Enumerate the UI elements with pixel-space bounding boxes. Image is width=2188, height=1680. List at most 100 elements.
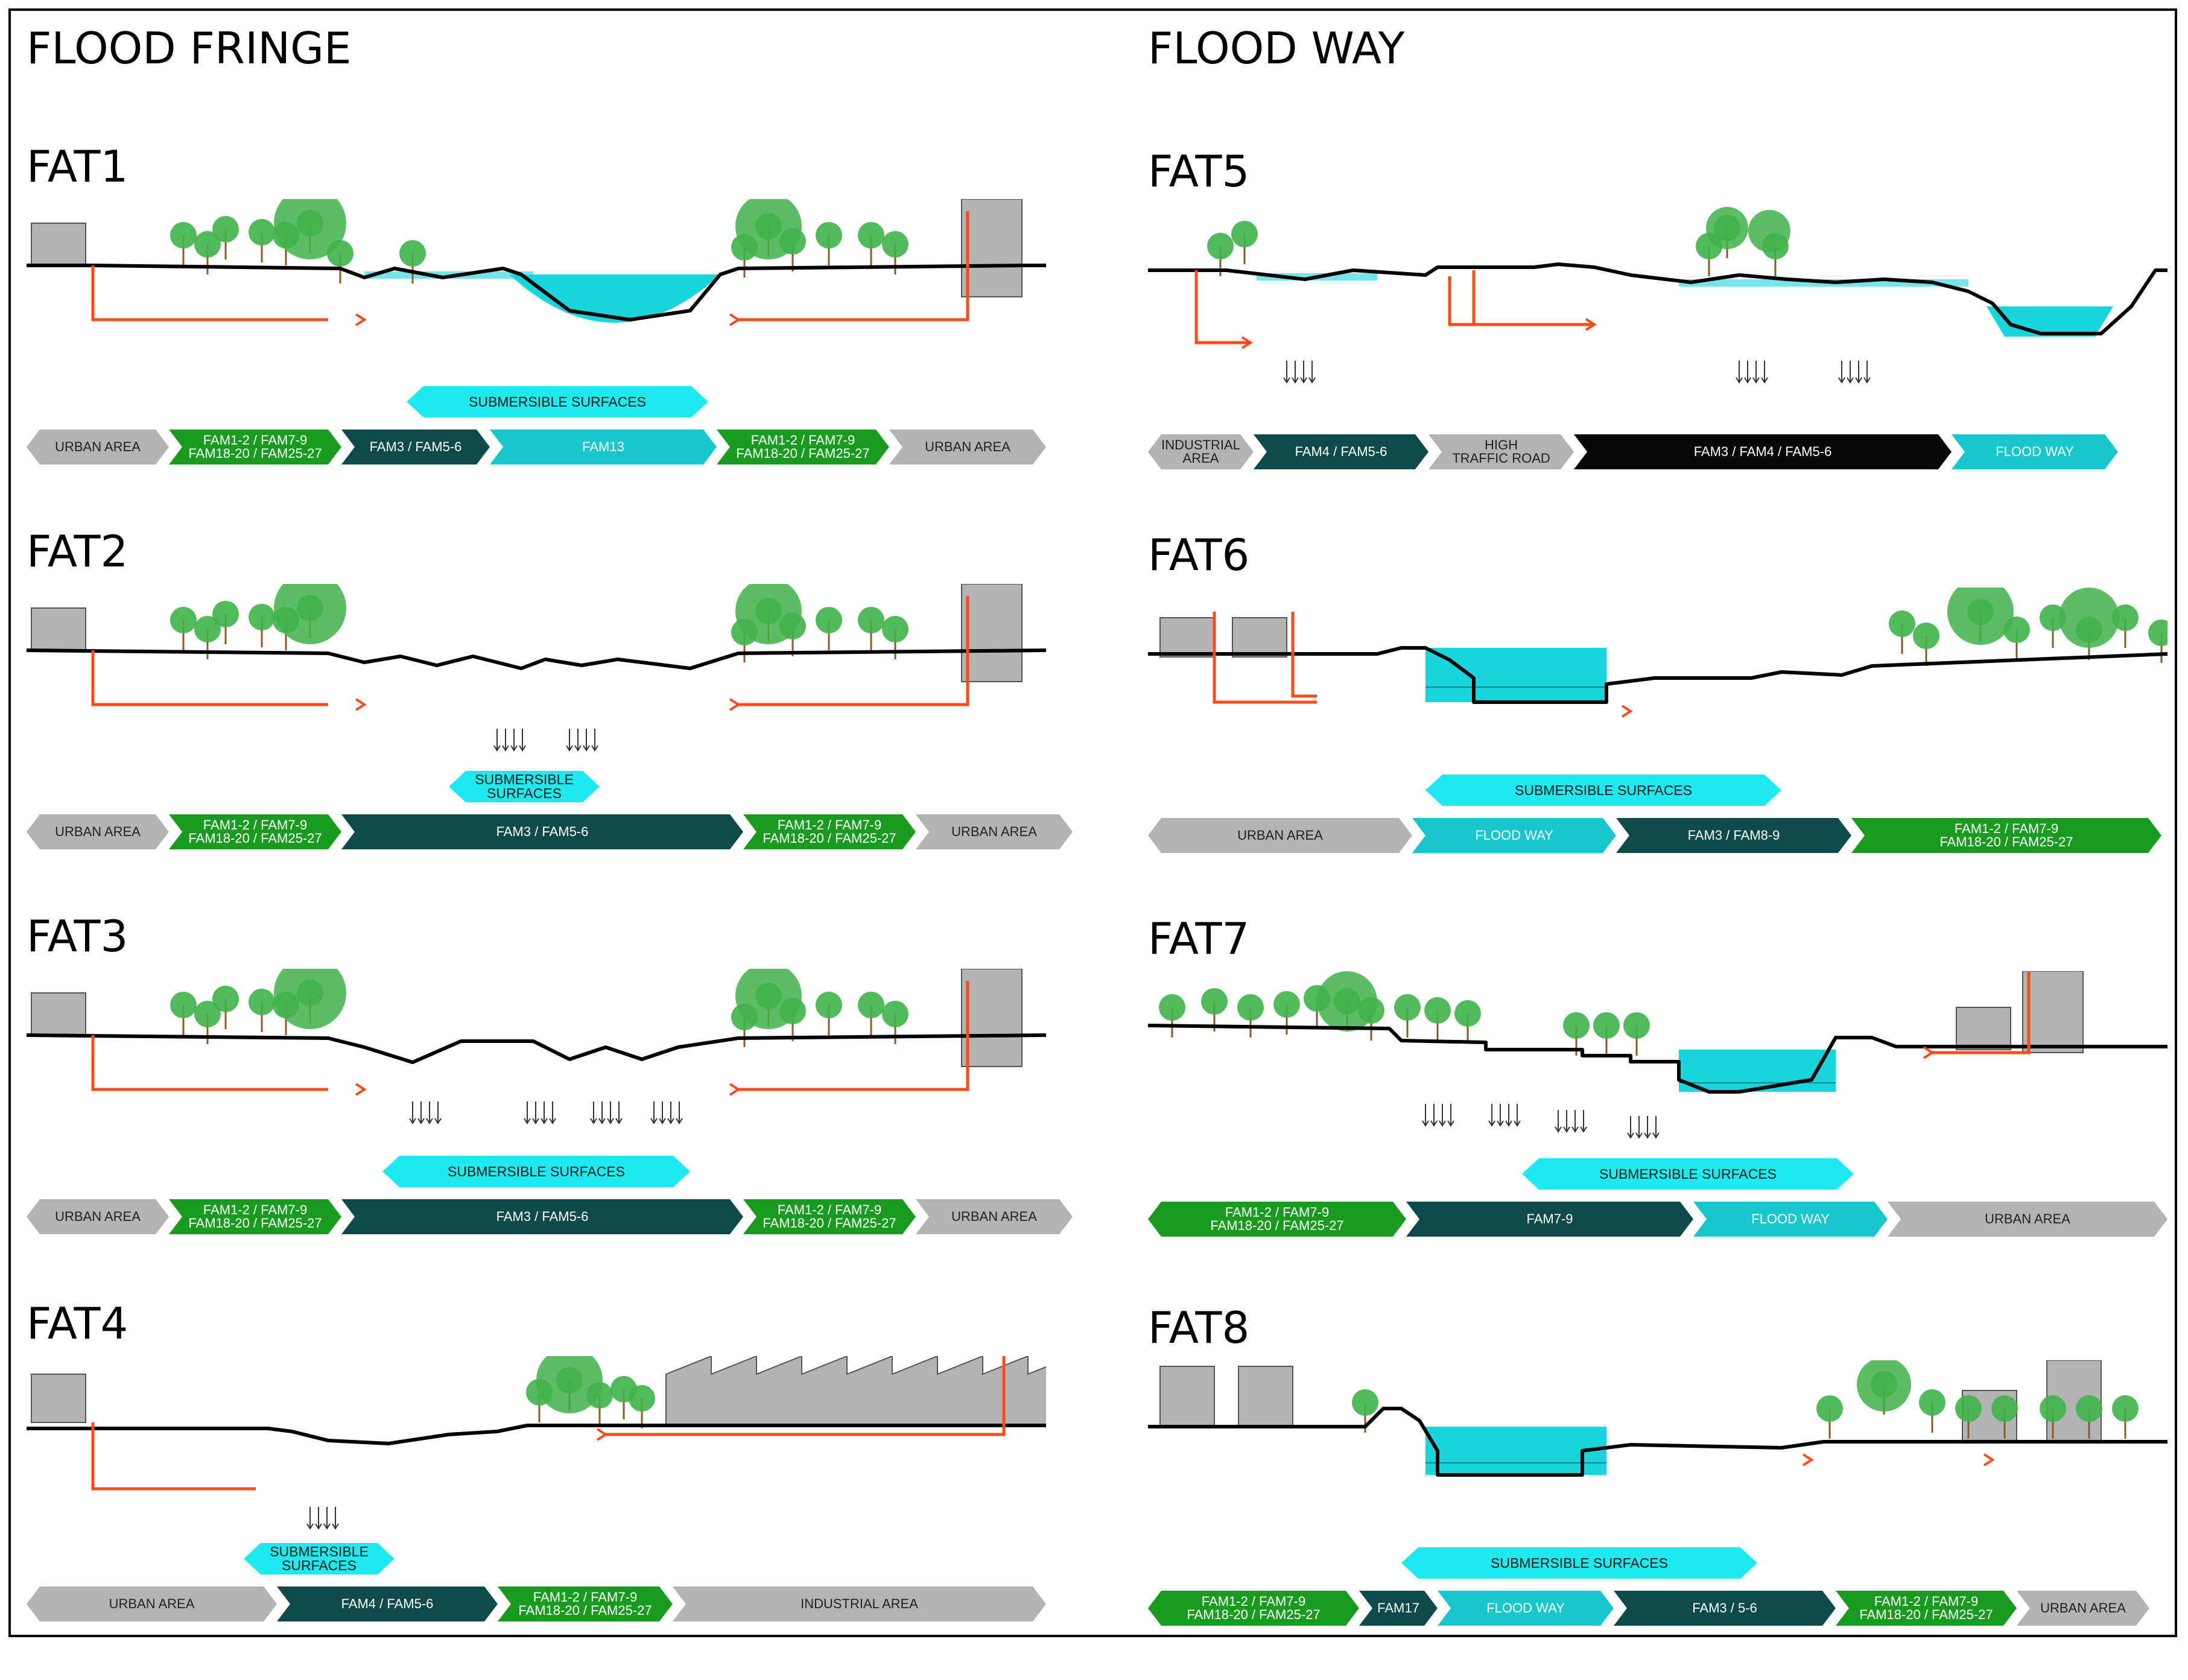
ground-profile bbox=[27, 648, 1046, 670]
drainage-pipe bbox=[1472, 270, 1594, 326]
segment-dark: FAM3 / FAM5-6 bbox=[341, 1199, 743, 1234]
panel-title: FAT5 bbox=[1148, 146, 1250, 197]
tree-icon bbox=[212, 986, 239, 1012]
segment-green: FAM1-2 / FAM7-9 FAM18-20 / FAM25-27 bbox=[743, 1199, 916, 1234]
segment-industrial: INDUSTRIAL AREA bbox=[673, 1586, 1046, 1621]
cross-section-scene bbox=[1148, 971, 2167, 1139]
segment-urban: URBAN AREA bbox=[27, 814, 169, 849]
ground-profile bbox=[1148, 1407, 2167, 1477]
segment-green: FAM1-2 / FAM7-9 FAM18-20 / FAM25-27 bbox=[1148, 1591, 1359, 1626]
tree-icon bbox=[399, 240, 426, 267]
ground-profile bbox=[1148, 646, 2167, 704]
tree-icon bbox=[194, 616, 221, 642]
infiltration-arrow-icon bbox=[659, 1102, 666, 1124]
infiltration-arrow-icon bbox=[583, 729, 590, 752]
drainage-pipe bbox=[91, 1035, 328, 1091]
building-block bbox=[1232, 617, 1287, 658]
tree-icon bbox=[2148, 620, 2167, 646]
infiltration-arrow-icon bbox=[1430, 1104, 1438, 1127]
infiltration-arrow-icon bbox=[502, 729, 509, 752]
building-block bbox=[1238, 1366, 1293, 1427]
flow-arrow-icon bbox=[1923, 1046, 1935, 1059]
building-block bbox=[2022, 971, 2084, 1053]
large-tree-icon bbox=[735, 584, 802, 644]
ground-profile bbox=[27, 1424, 1046, 1445]
segment-green: FAM1-2 / FAM7-9 FAM18-20 / FAM25-27 bbox=[1851, 818, 2161, 853]
infiltration-arrow-icon bbox=[1300, 361, 1307, 384]
large-tree-icon bbox=[274, 969, 346, 1029]
flow-arrow-icon bbox=[729, 698, 741, 711]
infiltration-arrow-icon bbox=[510, 729, 518, 752]
infiltration-arrow-icon bbox=[1422, 1104, 1429, 1127]
submersible-surfaces-label: SUBMERSIBLE SURFACES bbox=[244, 1543, 395, 1574]
tree-icon bbox=[1955, 1395, 1982, 1422]
infiltration-arrow-icon bbox=[1736, 361, 1743, 384]
tree-icon bbox=[1201, 988, 1228, 1015]
tree-icon bbox=[2112, 1395, 2139, 1422]
water-basin bbox=[1425, 1427, 1606, 1475]
drainage-pipe bbox=[606, 1356, 1006, 1436]
tree-icon bbox=[1913, 623, 1939, 649]
infiltration-arrow-icon bbox=[1488, 1104, 1495, 1127]
infiltration-arrow-icon bbox=[1855, 361, 1862, 384]
segment-black: FAM3 / FAM4 / FAM5-6 bbox=[1574, 434, 1952, 469]
infiltration-arrow-icon bbox=[409, 1102, 416, 1124]
tree-icon bbox=[2112, 604, 2139, 631]
infiltration-arrow-icon bbox=[1627, 1116, 1634, 1139]
flow-arrow-icon bbox=[1585, 318, 1597, 331]
segment-teal: FLOOD WAY bbox=[1438, 1591, 1614, 1626]
panel-title: FAT2 bbox=[27, 526, 128, 577]
infiltration-arrow-icon bbox=[1571, 1110, 1579, 1133]
infiltration-arrow-icon bbox=[306, 1507, 314, 1530]
segment-green: FAM1-2 / FAM7-9 FAM18-20 / FAM25-27 bbox=[169, 1199, 341, 1234]
segment-green: FAM1-2 / FAM7-9 FAM18-20 / FAM25-27 bbox=[498, 1586, 673, 1621]
cross-section-scene bbox=[1148, 588, 2167, 718]
tree-icon bbox=[858, 607, 884, 633]
tree-icon bbox=[1623, 1012, 1650, 1039]
infiltration-arrow-icon bbox=[519, 729, 526, 752]
flow-arrow-icon bbox=[729, 1083, 741, 1096]
segment-teal: FLOOD WAY bbox=[1693, 1202, 1888, 1237]
infiltration-arrow-icon bbox=[315, 1507, 322, 1530]
building-block bbox=[1159, 1366, 1215, 1427]
tree-icon bbox=[1237, 994, 1264, 1021]
flow-arrow-icon bbox=[355, 313, 367, 326]
infiltration-arrow-icon bbox=[1644, 1116, 1651, 1139]
segment-green: FAM1-2 / FAM7-9 FAM18-20 / FAM25-27 bbox=[717, 430, 889, 464]
infiltration-arrow-icon bbox=[1308, 361, 1316, 384]
tree-icon bbox=[1991, 1395, 2018, 1422]
tree-icon bbox=[816, 992, 842, 1018]
infiltration-arrow-icon bbox=[1439, 1104, 1446, 1127]
infiltration-arrow-icon bbox=[676, 1102, 683, 1124]
cross-section-scene bbox=[27, 584, 1046, 752]
tree-icon bbox=[2040, 1395, 2066, 1422]
infiltration-arrow-icon bbox=[607, 1102, 614, 1124]
infiltration-arrow-icon bbox=[532, 1102, 539, 1124]
tree-icon bbox=[1563, 1012, 1590, 1039]
segment-green: FAM1-2 / FAM7-9 FAM18-20 / FAM25-27 bbox=[1148, 1202, 1406, 1237]
infiltration-arrow-icon bbox=[1847, 361, 1854, 384]
drainage-pipe bbox=[1932, 971, 2031, 1054]
segment-urban: URBAN AREA bbox=[916, 1199, 1073, 1234]
segment-urban: URBAN AREA bbox=[27, 1199, 169, 1234]
infiltration-arrow-icon bbox=[591, 729, 598, 752]
large-tree-icon bbox=[1857, 1360, 1911, 1412]
infiltration-arrow-icon bbox=[1555, 1110, 1562, 1133]
ground-profile bbox=[27, 1033, 1046, 1064]
infiltration-arrow-icon bbox=[1635, 1116, 1643, 1139]
panel-title: FAT6 bbox=[1148, 530, 1250, 580]
drainage-pipe bbox=[1291, 612, 1317, 698]
tree-icon bbox=[170, 222, 197, 249]
flow-arrow-icon bbox=[1241, 336, 1253, 349]
panel-title: FAT1 bbox=[27, 141, 128, 192]
tree-icon bbox=[2076, 1395, 2102, 1422]
tree-icon bbox=[170, 607, 197, 633]
segment-dark: FAM3 / 5-6 bbox=[1614, 1591, 1836, 1626]
tree-icon bbox=[212, 601, 239, 627]
tree-icon bbox=[816, 222, 842, 249]
tree-icon bbox=[212, 216, 239, 242]
